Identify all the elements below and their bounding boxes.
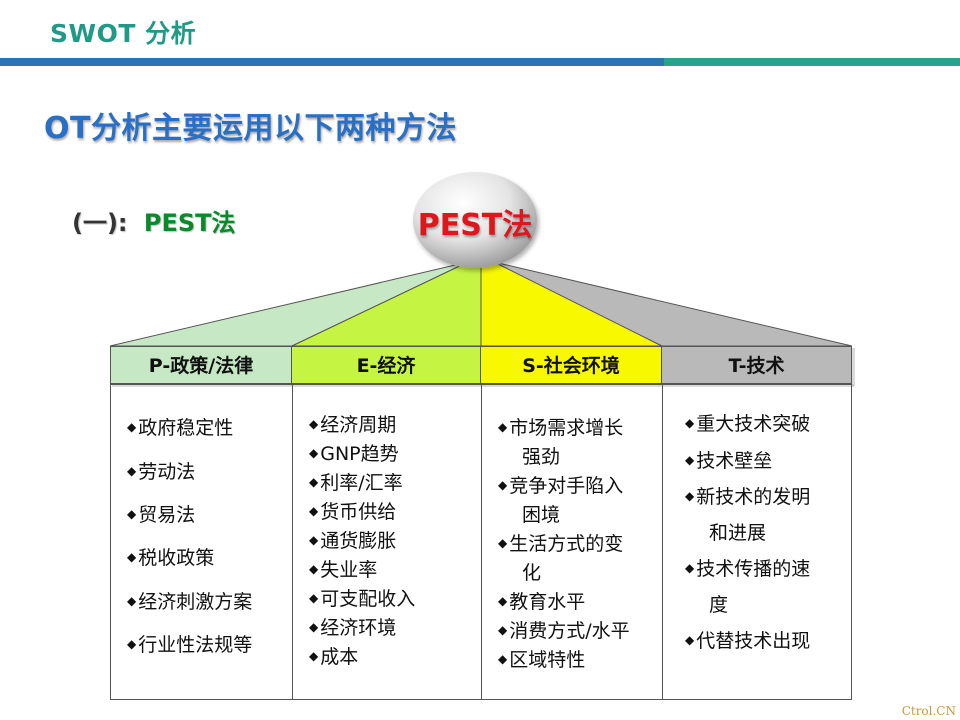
list-item: ◆失业率 [309,559,378,581]
list-item: ◆区域特性 [498,649,586,671]
column-e: ◆经济周期 ◆GNP趋势 ◆利率/汇率 ◆货币供给 ◆通货膨胀 ◆失业率 ◆可支… [292,385,481,699]
list-item: ◆GNP趋势 [309,443,399,465]
column-header-s: S-社会环境 [481,346,662,384]
column-s: ◆市场需求增长 强劲 ◆竞争对手陷入 困境 ◆生活方式的变 化 ◆教育水平 ◆消… [481,385,662,699]
list-item: ◆消费方式/水平 [498,620,630,642]
list-item: ◆技术壁垒 [685,450,773,472]
pest-ball-label: PEST法 [417,208,533,243]
list-item: ◆技术传播的速 [685,558,811,580]
header-title: SWOT 分析 [50,19,197,48]
column-header-t: T-技术 [662,346,852,384]
list-item-continuation: 度 [709,594,729,616]
subhead-label: PEST法 [143,209,236,237]
list-item: ◆经济周期 [309,414,397,436]
list-item: ◆教育水平 [498,591,586,613]
pest-ball [413,172,537,268]
list-item: ◆市场需求增长 [498,417,624,439]
column-p: ◆政府稳定性 ◆劳动法 ◆贸易法 ◆税收政策 ◆经济刺激方案 ◆行业性法规等 [111,385,292,699]
list-item: ◆重大技术突破 [685,413,811,435]
column-header-p: P-政策/法律 [110,346,292,384]
list-item: ◆经济环境 [309,617,397,639]
list-item: ◆政府稳定性 [127,417,234,439]
list-item: ◆货币供给 [309,501,397,523]
list-item: ◆贸易法 [127,504,196,526]
list-item: ◆通货膨胀 [309,530,397,552]
list-item-continuation: 困境 [522,504,561,526]
list-item: ◆行业性法规等 [127,634,253,656]
list-item: ◆经济刺激方案 [127,591,253,613]
list-item: ◆竞争对手陷入 [498,475,624,497]
list-item: ◆成本 [309,646,359,668]
column-header-e: E-经济 [292,346,481,384]
slide-title: OT分析主要运用以下两种方法 [44,111,457,146]
list-item: ◆生活方式的变 [498,533,624,555]
list-item: ◆新技术的发明 [685,486,811,508]
list-item-continuation: 化 [522,562,542,584]
list-item-continuation: 和进展 [709,522,767,544]
list-item: ◆劳动法 [127,461,196,483]
subhead: (一): PEST法 [72,203,236,238]
list-item-continuation: 强劲 [522,446,561,468]
header-bar-green [664,58,960,66]
pest-columns: ◆政府稳定性 ◆劳动法 ◆贸易法 ◆税收政策 ◆经济刺激方案 ◆行业性法规等 ◆… [110,384,852,700]
watermark: Ctrol.CN [901,704,956,718]
list-item: ◆利率/汇率 [309,472,403,494]
list-item: ◆代替技术出现 [685,630,811,652]
column-t: ◆重大技术突破 ◆技术壁垒 ◆新技术的发明 和进展 ◆技术传播的速 度 ◆代替技… [662,385,851,699]
header-bar-blue [0,58,664,66]
list-item: ◆可支配收入 [309,588,416,610]
list-item: ◆税收政策 [127,547,215,569]
subhead-number: (一): [72,209,128,237]
